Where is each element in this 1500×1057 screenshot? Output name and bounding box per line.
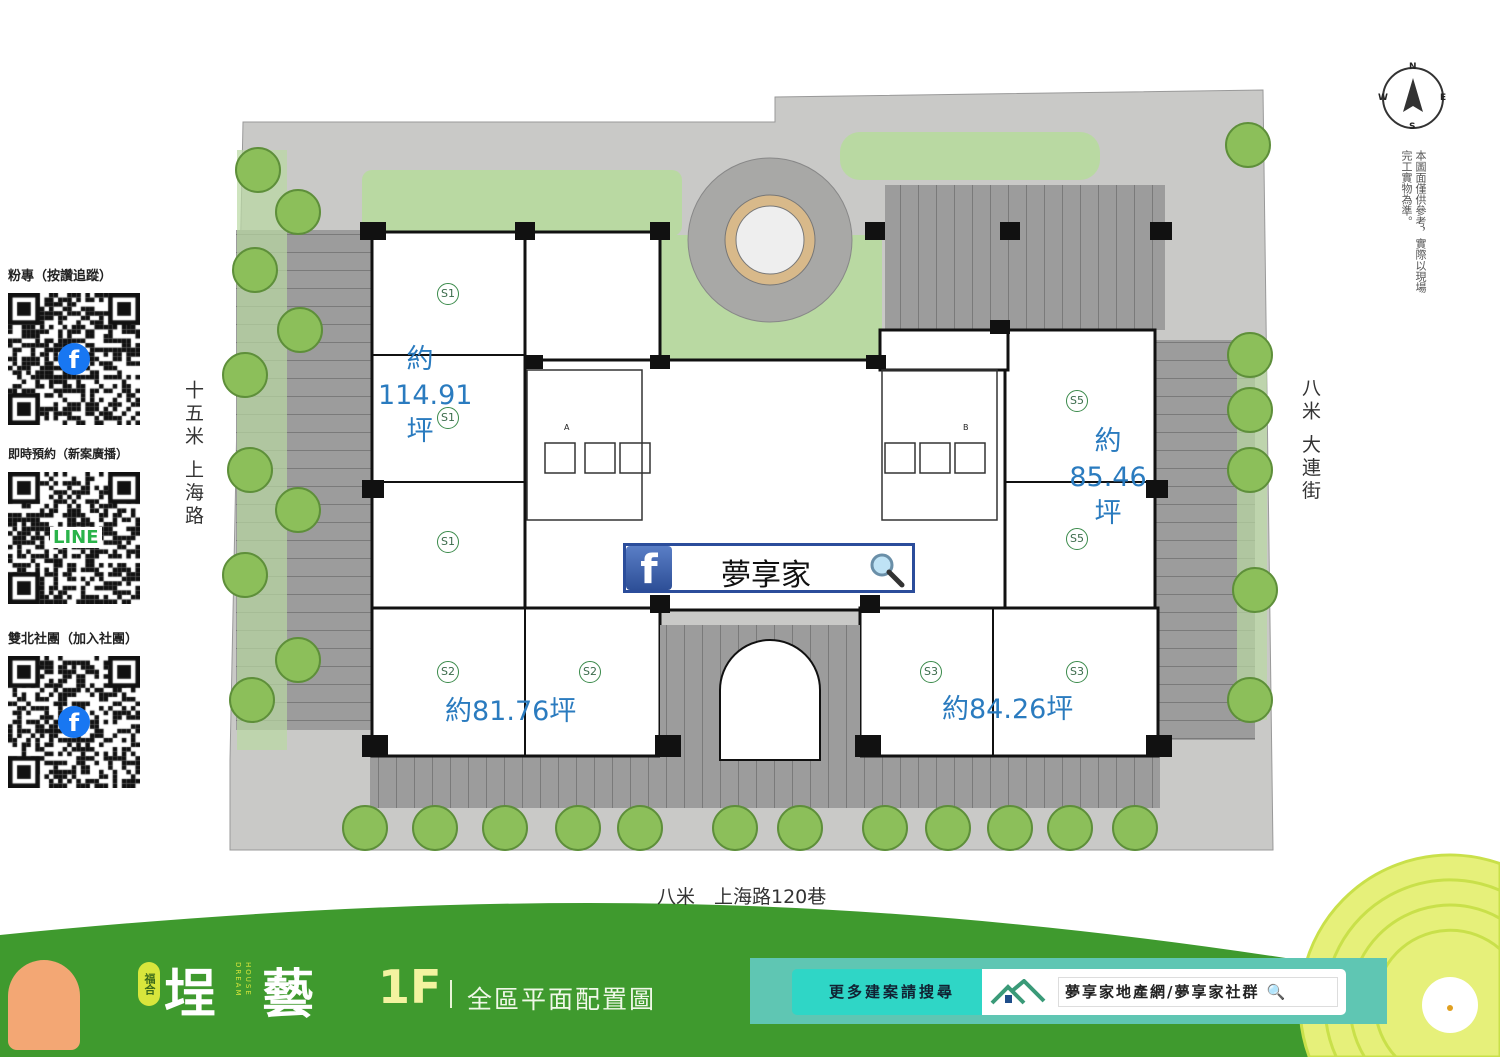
garden-top — [362, 170, 682, 236]
brand-char-2: 藝 — [262, 965, 315, 1025]
unit-tag-s2: S2 — [579, 661, 601, 683]
tree-icon — [482, 805, 528, 851]
core-left — [526, 369, 651, 521]
stair-label-b: B — [963, 423, 969, 432]
plan-title: 全區平面配置圖 — [467, 985, 657, 1014]
brand-en-2: HOUSE — [244, 962, 252, 997]
compass-n: N — [1409, 62, 1417, 72]
facebook-icon: f — [58, 343, 90, 375]
tree-icon — [1227, 447, 1273, 493]
tree-icon — [235, 147, 281, 193]
tree-icon — [227, 447, 273, 493]
unit-tag-s3: S3 — [1066, 661, 1088, 683]
qr-title-group: 雙北社團（加入社團） — [8, 632, 139, 647]
search-banner[interactable]: 更多建案請搜尋 夢享家地產網/夢享家社群 🔍 — [750, 958, 1387, 1024]
tree-icon — [862, 805, 908, 851]
area-s1-prefix: 約 — [406, 344, 434, 375]
compass-s: S — [1409, 122, 1416, 132]
street-right: 八米 大連街 — [1299, 378, 1321, 504]
area-s5-prefix: 約 — [1094, 426, 1122, 457]
tree-icon — [222, 552, 268, 598]
magnifier-icon — [870, 553, 905, 588]
area-s3: 約84.26坪 — [942, 694, 1074, 725]
banner-search-text: 夢享家地產網/夢享家社群 — [1065, 983, 1260, 1001]
tree-icon — [1232, 567, 1278, 613]
tree-icon — [1047, 805, 1093, 851]
unit-tag-s3: S3 — [920, 661, 942, 683]
garden-top-right — [840, 132, 1100, 180]
facebook-search-text: 夢享家 — [721, 558, 811, 593]
area-s5: 約 85.46 坪 — [1065, 424, 1151, 532]
tree-icon — [987, 805, 1033, 851]
trees — [222, 122, 1278, 851]
floor-label: 1F — [378, 960, 442, 1014]
house-logo-icon — [990, 979, 1046, 1005]
unit-tag-s2: S2 — [437, 661, 459, 683]
plaza-center — [735, 205, 805, 275]
brand-char-1: 埕 — [164, 965, 217, 1025]
area-s1-unit: 坪 — [406, 416, 434, 447]
area-s5-value: 85.46 — [1069, 462, 1147, 493]
area-s2: 約81.76坪 — [445, 696, 577, 727]
tree-icon — [412, 805, 458, 851]
courtyard-arch — [719, 639, 821, 761]
ramp — [885, 185, 1165, 330]
tree-icon — [275, 487, 321, 533]
disclaimer: 本圖面僅供參考，實際以現場完工實物為準。 — [1400, 150, 1427, 293]
street-left: 十五米 上海路 — [182, 380, 204, 529]
brand-small: 福合 — [138, 962, 160, 1006]
tree-icon — [925, 805, 971, 851]
compass-icon — [1382, 67, 1444, 129]
vinyl-decoration — [1298, 853, 1500, 1057]
stair-label-a: A — [564, 423, 570, 432]
compass-w: W — [1378, 93, 1388, 103]
area-s1-value: 114.91 — [378, 380, 473, 411]
tree-icon — [555, 805, 601, 851]
tree-icon — [617, 805, 663, 851]
tree-icon — [275, 637, 321, 683]
unit-tag-s5: S5 — [1066, 528, 1088, 550]
street-bottom: 八米 上海路120巷 — [657, 886, 827, 908]
facebook-icon: f — [626, 546, 672, 593]
compass-e: E — [1440, 93, 1447, 103]
tree-icon — [712, 805, 758, 851]
tree-icon — [229, 677, 275, 723]
brand-en-1: DREAM — [234, 962, 242, 998]
tree-icon — [1112, 805, 1158, 851]
tree-icon — [277, 307, 323, 353]
area-s1: 約 114.91 坪 — [378, 342, 473, 450]
unit-dividers — [372, 354, 1155, 756]
core-right — [881, 369, 998, 521]
unit-tag-s1: S1 — [437, 407, 459, 429]
banner-label: 更多建案請搜尋 — [792, 969, 992, 1015]
qr-title-line: 即時預約（新案廣播） — [8, 447, 129, 461]
qr-title-fanpage: 粉專（按讚追蹤） — [8, 269, 113, 284]
tree-icon — [342, 805, 388, 851]
illustration-person — [8, 960, 80, 1050]
tree-icon — [222, 352, 268, 398]
vinyl-ring — [1373, 928, 1500, 1057]
unit-tag-s1: S1 — [437, 531, 459, 553]
unit-tag-s5: S5 — [1066, 390, 1088, 412]
divider — [450, 980, 452, 1008]
facebook-search-box[interactable]: f 夢享家 — [623, 543, 915, 593]
area-s5-unit: 坪 — [1094, 498, 1122, 529]
facebook-icon: f — [58, 706, 90, 738]
columns — [360, 222, 1172, 757]
tree-icon — [1227, 332, 1273, 378]
vinyl-ring — [1298, 853, 1500, 1057]
search-icon: 🔍 — [1266, 983, 1288, 1001]
tree-icon — [1227, 677, 1273, 723]
banner-search-area[interactable]: 夢享家地產網/夢享家社群 🔍 — [982, 969, 1346, 1015]
tree-icon — [232, 247, 278, 293]
banner-search-input[interactable]: 夢享家地產網/夢享家社群 🔍 — [1058, 977, 1338, 1007]
unit-tag-s1: S1 — [437, 283, 459, 305]
tree-icon — [1225, 122, 1271, 168]
line-icon: LINE — [50, 527, 102, 548]
tree-icon — [777, 805, 823, 851]
vinyl-center-dot — [1447, 1005, 1453, 1011]
tree-icon — [1227, 387, 1273, 433]
tree-icon — [275, 189, 321, 235]
